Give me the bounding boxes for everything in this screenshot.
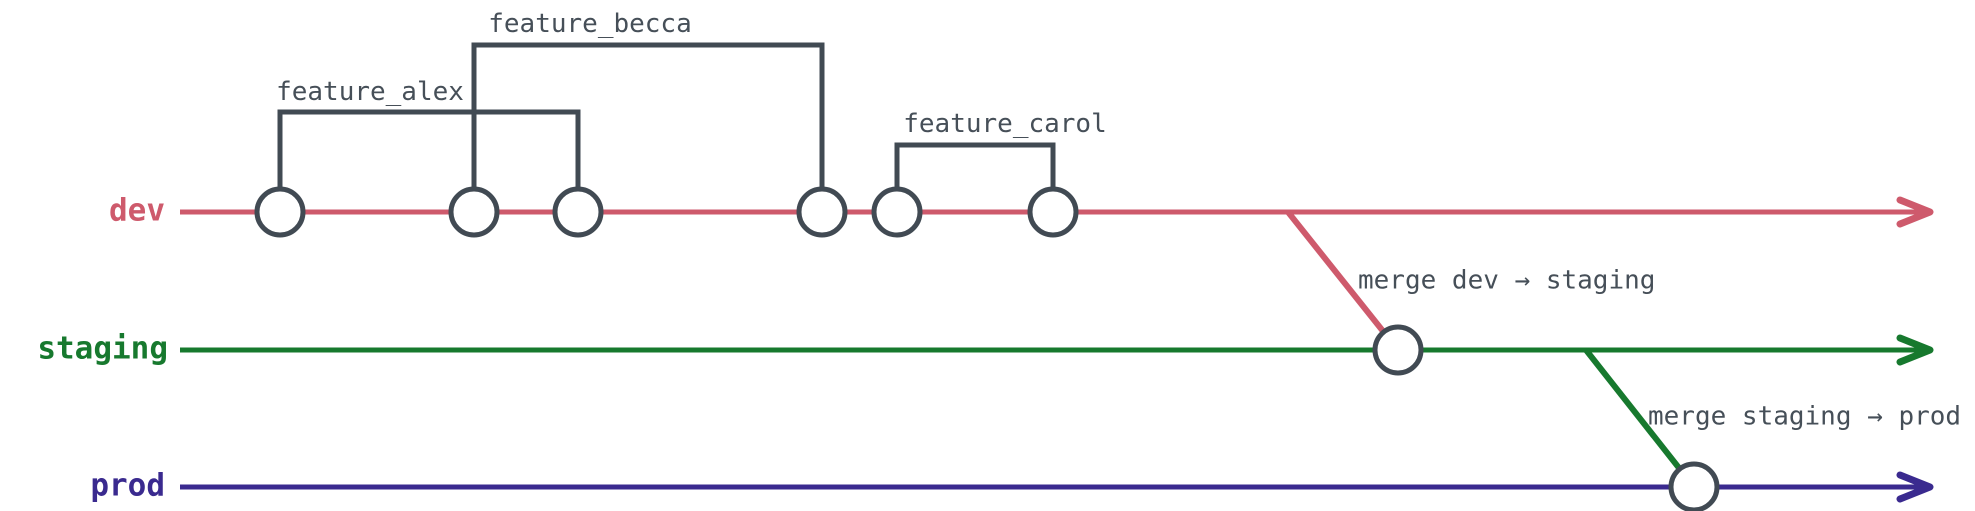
merge-label-merge-dev-staging: merge dev → staging (1358, 266, 1655, 296)
commit-node[interactable] (871, 186, 923, 238)
merge-label-merge-staging-prod: merge staging → prod (1648, 402, 1961, 432)
commit-node[interactable] (1668, 461, 1720, 511)
lane-label-dev: dev (109, 193, 165, 229)
commit-node[interactable] (254, 186, 306, 238)
commit-node[interactable] (1027, 186, 1079, 238)
commit-node[interactable] (796, 186, 848, 238)
feature-branch-label-feature_alex: feature_alex (276, 77, 464, 107)
arrowhead-staging (1896, 334, 1934, 366)
feature-bracket-feature_alex (277, 109, 581, 191)
merge-line-merge-dev-staging (1285, 210, 1401, 352)
commit-nodes-group (254, 186, 1720, 511)
arrowhead-prod (1896, 471, 1934, 503)
feature-bracket-feature_carol (894, 142, 1056, 191)
lane-label-staging: staging (37, 331, 168, 367)
lane-label-prod: prod (90, 468, 165, 504)
commit-node[interactable] (1372, 324, 1424, 376)
commit-node[interactable] (448, 186, 500, 238)
feature-branch-label-feature_becca: feature_becca (488, 9, 692, 39)
text-layer-group: dev staging prod feature_alex feature_beccaf… (37, 9, 1961, 504)
feature-branch-label-feature_carol: feature_carol (903, 109, 1107, 139)
merge-line-merge-staging-prod (1583, 348, 1697, 489)
commit-node[interactable] (552, 186, 604, 238)
arrowhead-dev (1896, 196, 1934, 228)
feature-brackets-group (277, 42, 1056, 191)
merge-lines-group (1285, 210, 1697, 489)
feature-bracket-feature_becca (471, 42, 825, 191)
